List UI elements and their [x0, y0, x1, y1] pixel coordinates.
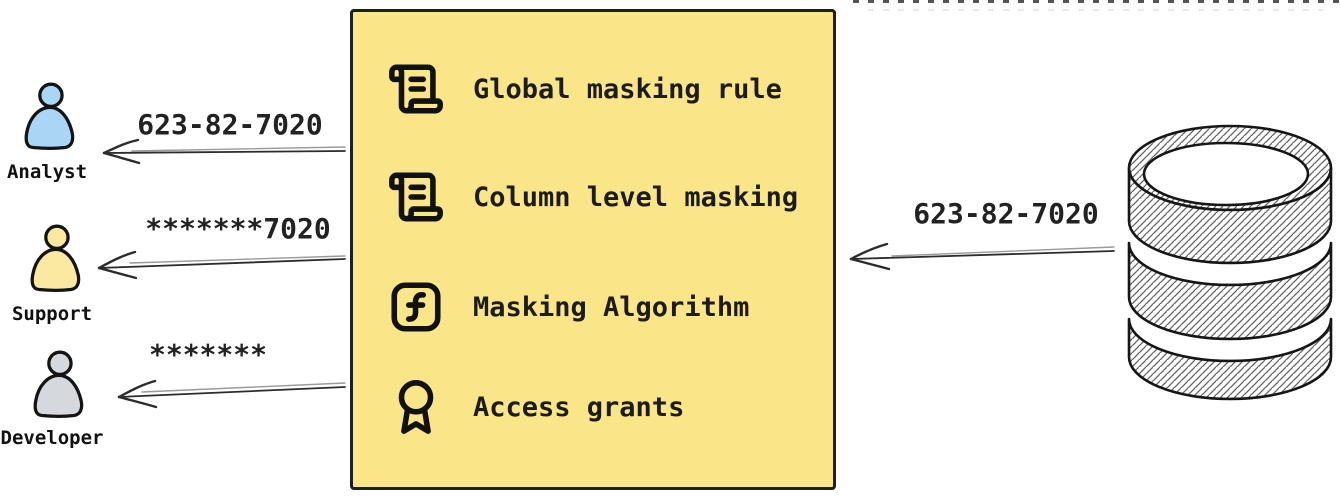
persona-analyst: Analyst	[7, 82, 87, 183]
masking-rule-label: Global masking rule	[473, 73, 782, 105]
persona-developer-label: Developer	[0, 427, 104, 449]
masking-rule-row: Access grants	[387, 378, 684, 436]
masking-rule-label: Masking Algorithm	[473, 291, 750, 323]
masking-rule-label: Column level masking	[473, 181, 799, 213]
arrow-to-developer	[117, 379, 346, 409]
persona-analyst-label: Analyst	[6, 161, 88, 183]
cropped-dashed-line	[853, 0, 1340, 3]
analyst-avatar-icon	[24, 82, 75, 150]
persona-developer: Developer	[1, 350, 103, 449]
masking-rule-row: Global masking rule	[387, 60, 782, 118]
developer-flow-value: *******	[148, 338, 267, 371]
function-square-icon	[391, 282, 441, 332]
arrow-database-to-box	[849, 242, 1115, 271]
cropped-dashed-line-faint	[868, 9, 1323, 11]
support-flow-value: *******7020	[145, 212, 331, 245]
scroll-text-icon	[389, 172, 443, 222]
persona-support-label: Support	[11, 303, 93, 325]
support-avatar-icon	[30, 224, 81, 292]
database-icon	[1127, 124, 1333, 401]
award-icon	[398, 380, 434, 434]
persona-support: Support	[12, 224, 92, 325]
masking-rule-row: Masking Algorithm	[387, 278, 749, 336]
masking-rule-label: Access grants	[473, 391, 685, 423]
analyst-flow-value: 623-82-7020	[137, 108, 323, 141]
scroll-text-icon	[389, 64, 443, 114]
developer-avatar-icon	[33, 350, 84, 418]
arrow-to-analyst	[102, 138, 346, 165]
masking-rules-panel: Global masking rule Column level masking…	[350, 9, 836, 490]
arrow-to-support	[97, 250, 346, 280]
database-flow-value: 623-82-7020	[913, 197, 1099, 230]
masking-rule-row: Column level masking	[387, 168, 798, 226]
